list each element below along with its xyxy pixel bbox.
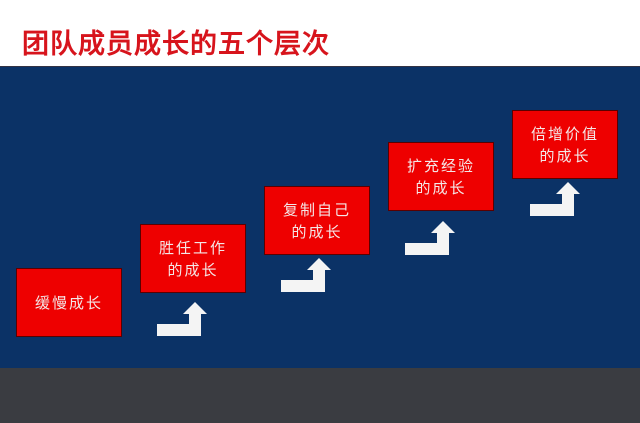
- step-box-4: 扩充经验 的成长: [388, 142, 494, 211]
- slide-title: 团队成员成长的五个层次: [22, 29, 330, 60]
- step-up-arrow-icon: [157, 302, 207, 336]
- step-up-arrow-icon: [405, 221, 455, 255]
- step-label: 胜任工作: [158, 238, 227, 257]
- step-label: 缓慢成长: [34, 293, 103, 312]
- step-label-sub: 的成长: [167, 260, 219, 279]
- step-label-sub: 的成长: [415, 178, 467, 197]
- step-box-1: 缓慢成长: [16, 268, 122, 337]
- step-up-arrow-icon: [530, 182, 580, 216]
- slide-header: 团队成员成长的五个层次: [0, 0, 640, 66]
- step-label: 倍增价值: [530, 124, 599, 143]
- step-up-arrow-icon: [281, 258, 331, 292]
- footer-bar: [0, 368, 640, 423]
- step-label: 复制自己: [282, 200, 351, 219]
- step-box-2: 胜任工作 的成长: [140, 224, 246, 293]
- step-box-3: 复制自己 的成长: [264, 186, 370, 255]
- step-label-sub: 的成长: [291, 222, 343, 241]
- step-label-sub: 的成长: [539, 146, 591, 165]
- step-label: 扩充经验: [406, 156, 475, 175]
- step-box-5: 倍增价值 的成长: [512, 110, 618, 179]
